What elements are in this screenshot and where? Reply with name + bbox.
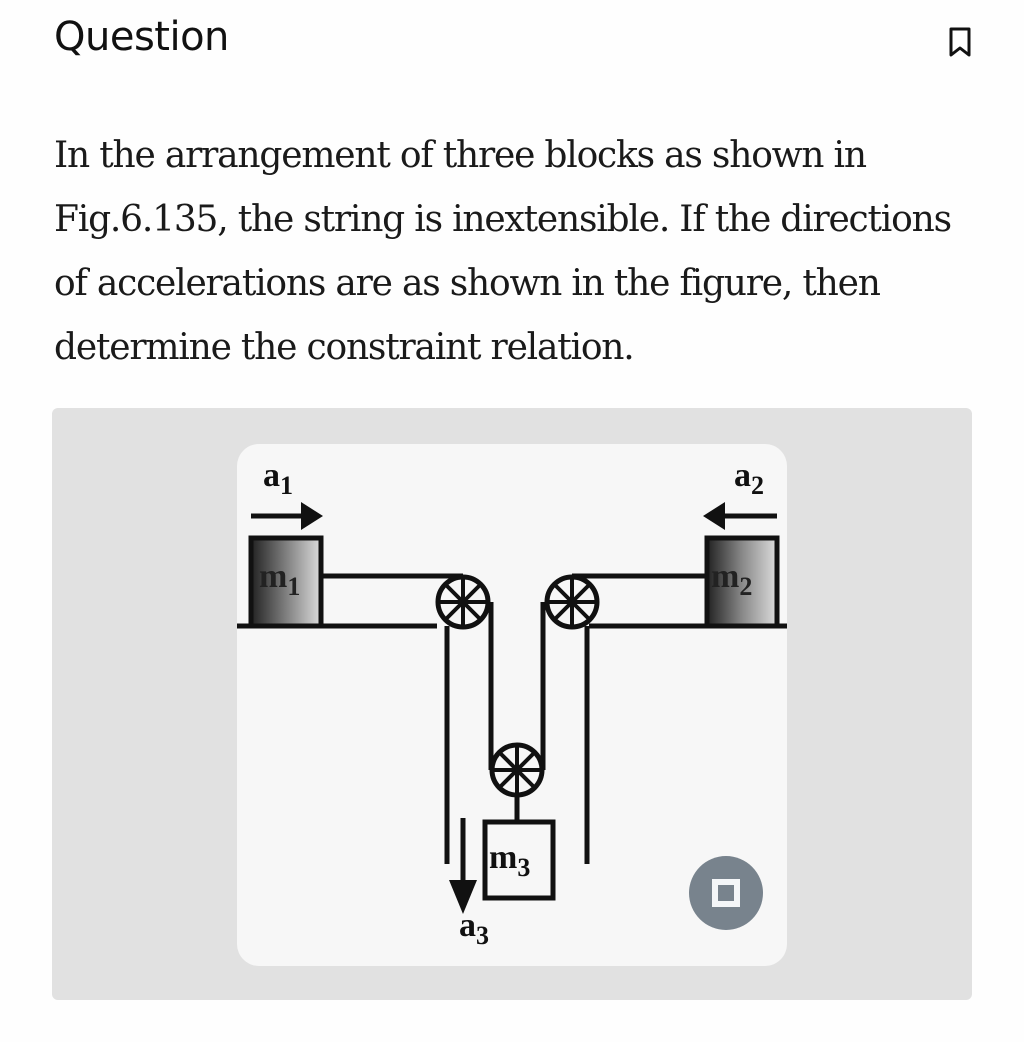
arrow-a3: [449, 880, 477, 914]
page-title: Question: [54, 14, 229, 60]
label-a3: a3: [459, 907, 489, 950]
block-m3: [482, 819, 556, 901]
pulley-diagram: a1 a2 a3 m1 m2 m3: [237, 457, 787, 950]
right-pulley: [547, 577, 597, 627]
lower-pulley: [492, 745, 542, 795]
bookmark-button[interactable]: [942, 24, 978, 60]
label-m2: m2: [711, 558, 752, 601]
label-a2: a2: [734, 457, 764, 500]
arrow-a1: [301, 502, 323, 530]
label-a1: a1: [263, 457, 293, 500]
block-m2: [704, 535, 780, 629]
expand-fullscreen-icon: [712, 879, 740, 907]
arrow-a2: [703, 502, 725, 530]
bookmark-icon: [949, 27, 971, 57]
left-pulley: [438, 577, 488, 627]
block-m1: [248, 535, 324, 629]
label-m3: m3: [489, 839, 530, 882]
header: Question: [0, 0, 1024, 90]
expand-image-button[interactable]: [689, 856, 763, 930]
label-m1: m1: [259, 558, 300, 601]
question-text: In the arrangement of three blocks as sh…: [54, 135, 952, 368]
